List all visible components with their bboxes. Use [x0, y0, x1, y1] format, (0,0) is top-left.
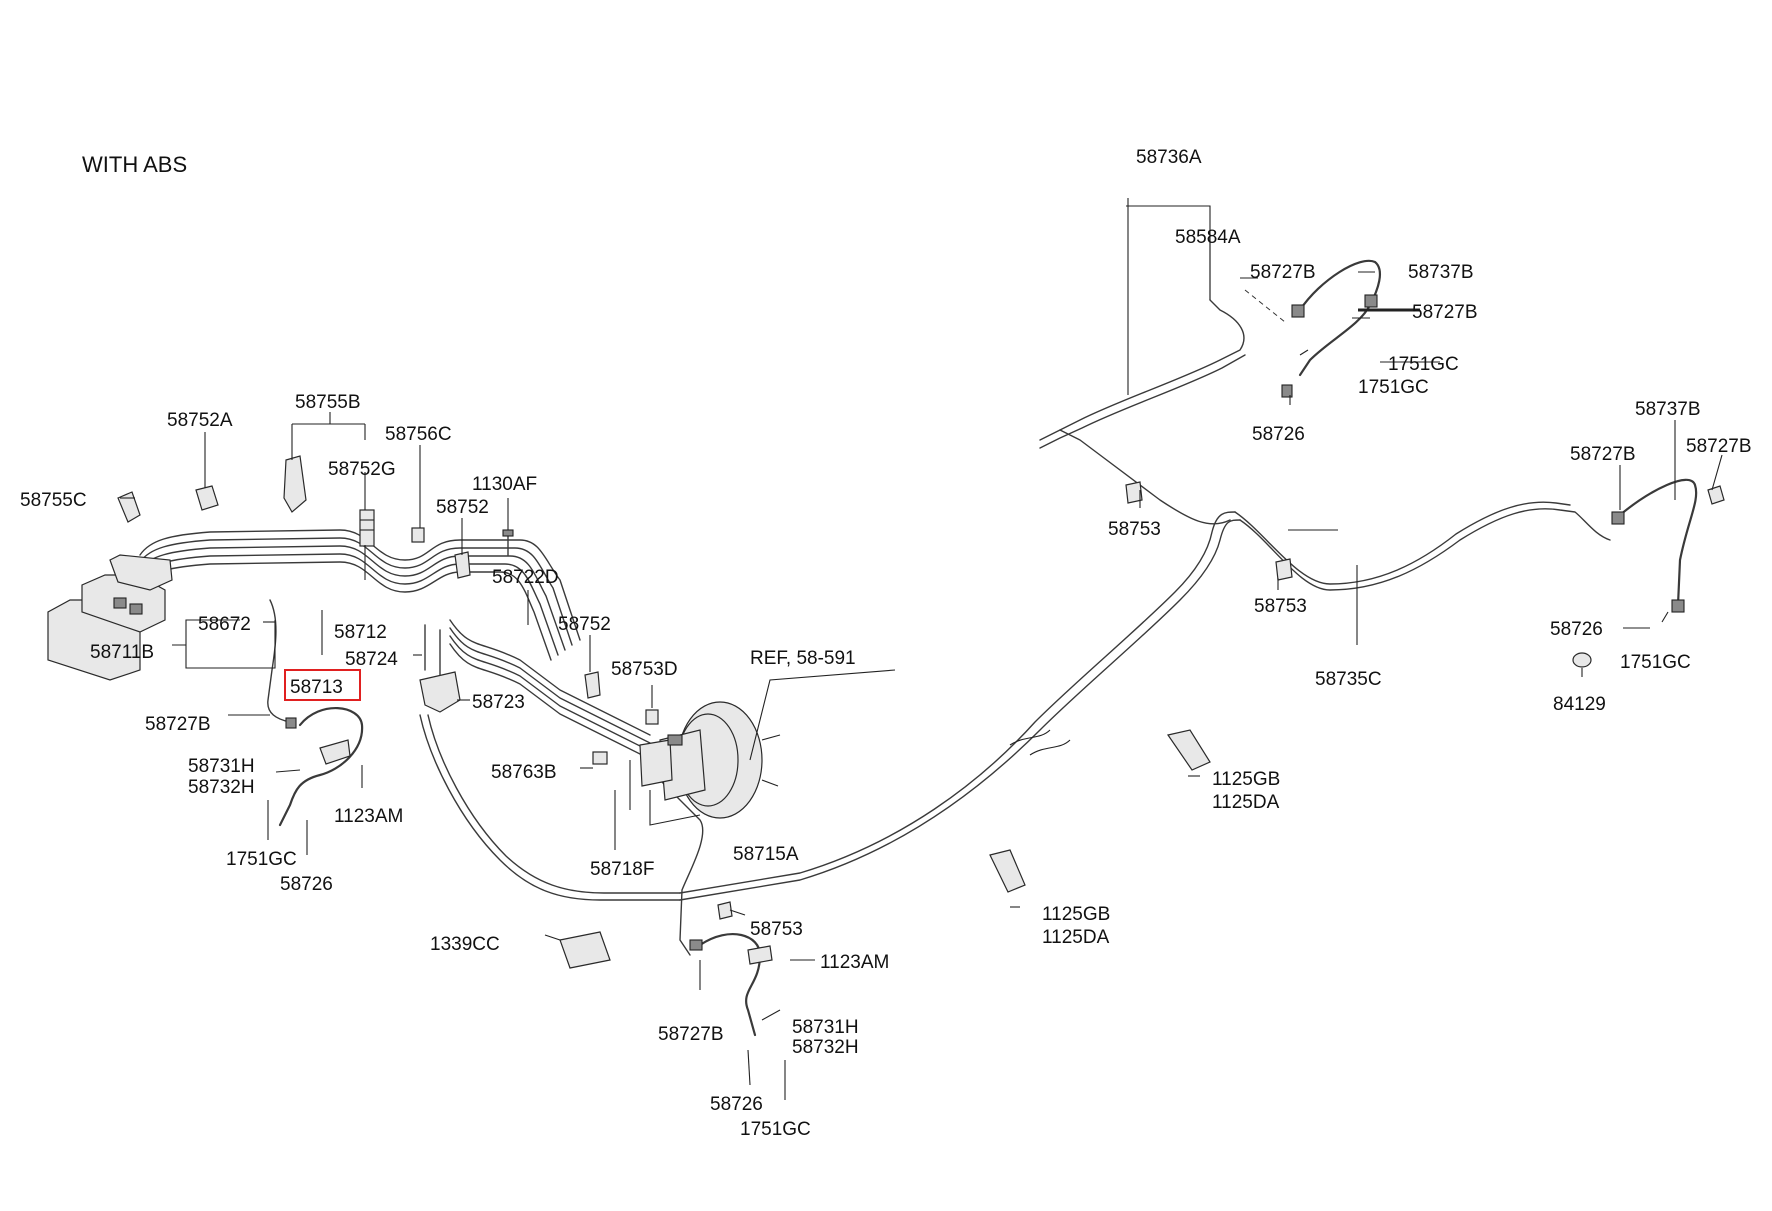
- label-1751GC-e: 1751GC: [740, 1119, 811, 1140]
- clip-58727B-rear: [1707, 485, 1725, 505]
- rear-cross-line: [1059, 429, 1231, 525]
- rear-upper-line: [1039, 299, 1245, 441]
- bracket-58723: [419, 624, 461, 713]
- label-58736A: 58736A: [1136, 147, 1202, 168]
- label-58737B-a: 58737B: [1408, 262, 1474, 283]
- label-58753-a: 58753: [1108, 519, 1161, 540]
- label-58756C: 58756C: [385, 424, 452, 445]
- label-58732H-a: 58732H: [188, 777, 255, 798]
- label-84129: 84129: [1553, 694, 1606, 715]
- label-58723: 58723: [472, 692, 525, 713]
- label-58732H-b: 58732H: [792, 1037, 859, 1058]
- label-58727B-c: 58727B: [1686, 436, 1752, 457]
- label-58726-b: 58726: [1550, 619, 1603, 640]
- label-58726-d: 58726: [710, 1094, 763, 1115]
- label-ref-58-591: REF, 58-591: [750, 648, 856, 669]
- label-58727B-d: 58727B: [1570, 444, 1636, 465]
- label-1751GC-d: 1751GC: [226, 849, 297, 870]
- label-58755B: 58755B: [295, 392, 361, 413]
- label-58722D: 58722D: [492, 567, 559, 588]
- clip-58752-b: [584, 671, 601, 699]
- label-58727B-b: 58727B: [1412, 302, 1478, 323]
- highlight-58713: [284, 669, 361, 701]
- line-to-front-right: [419, 714, 681, 901]
- rear-right-line-2: [1234, 501, 1571, 585]
- label-58752-a: 58752: [436, 497, 489, 518]
- rear-main-line-b: [679, 511, 1236, 894]
- clip-58752-a: [454, 551, 471, 579]
- label-58755C: 58755C: [20, 490, 87, 511]
- rear-right-hose: [1611, 478, 1698, 613]
- clip-58752G: [359, 509, 375, 547]
- clip-58753-b: [1275, 558, 1293, 581]
- bracket-1125GB-b: [989, 849, 1026, 893]
- label-58752-b: 58752: [558, 614, 611, 635]
- label-58753-b: 58753: [1254, 596, 1307, 617]
- label-1125GB-a: 1125GB: [1212, 769, 1280, 790]
- front-left-hose: [278, 707, 364, 827]
- line-to-front-right-2: [427, 714, 681, 894]
- front-right-hose: [689, 933, 773, 1037]
- label-1123AM-a: 1123AM: [334, 806, 403, 827]
- label-58753-c: 58753: [750, 919, 803, 940]
- label-58584A: 58584A: [1175, 227, 1241, 248]
- leader-lines: [120, 198, 1723, 1100]
- label-58727B-f: 58727B: [658, 1024, 724, 1045]
- label-58715A: 58715A: [733, 844, 799, 865]
- rear-left-hose: [1291, 259, 1420, 377]
- label-1125GB-b: 1125GB: [1042, 904, 1110, 925]
- label-58718F: 58718F: [590, 859, 654, 880]
- label-58752G: 58752G: [328, 459, 396, 480]
- diagram-title: WITH ABS: [82, 152, 187, 177]
- label-58727B-e: 58727B: [145, 714, 211, 735]
- line-to-bottom-hose: [649, 769, 704, 956]
- clip-58752A: [195, 485, 219, 511]
- label-1751GC-b: 1751GC: [1358, 377, 1429, 398]
- clip-58755B: [283, 455, 307, 513]
- label-1123AM-b: 1123AM: [820, 952, 889, 973]
- label-1751GC-c: 1751GC: [1620, 652, 1691, 673]
- label-58731H-b: 58731H: [792, 1017, 859, 1038]
- abs-line-bundle: [139, 529, 651, 760]
- label-58753D: 58753D: [611, 659, 678, 680]
- label-58735C: 58735C: [1315, 669, 1382, 690]
- label-1125DA-b: 1125DA: [1042, 927, 1110, 948]
- label-58726-c: 58726: [280, 874, 333, 895]
- rear-main-line-a: [679, 519, 1241, 901]
- clip-58753D: [645, 709, 659, 725]
- label-58752A: 58752A: [167, 410, 233, 431]
- label-58726-a: 58726: [1252, 424, 1305, 445]
- label-58727B-a: 58727B: [1250, 262, 1316, 283]
- part-labels: 58736A 58584A 58727B 58737B 58727B 1751G…: [20, 147, 1752, 1140]
- clip-58726-rear: [1281, 384, 1293, 398]
- grommet-84129: [1572, 652, 1592, 668]
- label-1130AF: 1130AF: [472, 474, 537, 495]
- bracket-1125GB-a: [1167, 729, 1211, 771]
- rear-right-line: [1239, 508, 1611, 591]
- clip-58763B: [592, 751, 608, 765]
- label-1339CC: 1339CC: [430, 934, 500, 955]
- brake-booster: [639, 701, 781, 819]
- clip-58755C: [117, 491, 141, 523]
- abs-modulator: [47, 554, 173, 681]
- label-1125DA-a: 1125DA: [1212, 792, 1280, 813]
- label-58763B: 58763B: [491, 762, 557, 783]
- label-58731H-a: 58731H: [188, 756, 255, 777]
- bolt-1130AF: [502, 529, 514, 556]
- line-to-front-left-hose: [267, 599, 291, 723]
- clip-58756C: [411, 527, 425, 543]
- label-58711B: 58711B: [90, 642, 154, 663]
- label-58737B-b: 58737B: [1635, 399, 1701, 420]
- label-58672: 58672: [198, 614, 251, 635]
- clip-58753-c: [717, 901, 733, 920]
- label-1751GC-a: 1751GC: [1388, 354, 1459, 375]
- rear-upper-line-2: [1039, 354, 1246, 449]
- clip-58753-a: [1125, 481, 1143, 504]
- label-58724: 58724: [345, 649, 398, 670]
- label-58713: 58713: [290, 677, 343, 698]
- bracket-1339CC: [559, 931, 611, 969]
- label-58712: 58712: [334, 622, 387, 643]
